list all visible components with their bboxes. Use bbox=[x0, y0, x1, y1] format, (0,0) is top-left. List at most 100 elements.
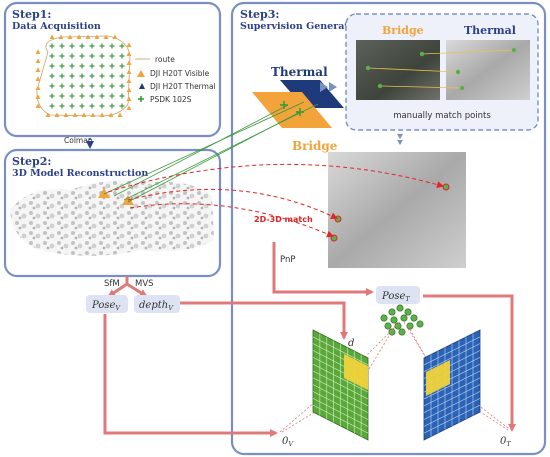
pose-v-box: PoseV bbox=[86, 295, 128, 313]
psdk-cross bbox=[69, 93, 75, 99]
match-panel-caption: manually match points bbox=[393, 111, 491, 121]
psdk-cross bbox=[109, 103, 115, 109]
match-panel-thermal-label: Thermal bbox=[464, 24, 516, 37]
depth-v-sub: V bbox=[168, 304, 174, 312]
origin-t-label: 0T bbox=[500, 436, 511, 448]
pose-v-base: Pose bbox=[91, 300, 115, 311]
thermal-patch-highlight bbox=[426, 360, 450, 396]
step1-legend: route DJI H20T Visible DJI H20T Thermal … bbox=[135, 55, 216, 104]
3d-point-cluster bbox=[380, 304, 424, 336]
psdk-cross bbox=[119, 53, 125, 59]
green-cross-icon bbox=[138, 96, 144, 102]
route-marker bbox=[90, 112, 96, 117]
step1-panel: Step1: Data Acquisition route DJI H20T V… bbox=[3, 1, 222, 138]
pose-t-box: PoseT bbox=[376, 286, 420, 304]
route-marker bbox=[126, 105, 132, 110]
psdk-cross bbox=[89, 43, 95, 49]
cloud-point bbox=[398, 328, 406, 336]
psdk-cross bbox=[59, 53, 65, 59]
match-2d3d-label: 2D-3D match bbox=[254, 215, 313, 224]
route-marker bbox=[126, 42, 132, 47]
step2-panel: Step2: 3D Model Reconstruction bbox=[3, 148, 222, 278]
bridge-label: Bridge bbox=[292, 139, 338, 153]
psdk-cross bbox=[109, 93, 115, 99]
pnp-label: PnP bbox=[280, 255, 296, 265]
psdk-cross bbox=[99, 103, 105, 109]
route-marker bbox=[81, 112, 87, 117]
psdk-cross bbox=[119, 93, 125, 99]
legend-thermal-label: DJI H20T Thermal bbox=[150, 82, 216, 91]
svg-text:depthV: depthV bbox=[139, 300, 174, 312]
route-marker bbox=[45, 112, 51, 117]
psdk-cross bbox=[69, 73, 75, 79]
route-marker bbox=[54, 112, 60, 117]
visible-photo bbox=[356, 40, 440, 100]
psdk-cross bbox=[79, 103, 85, 109]
origin-v-label: 0V bbox=[282, 436, 294, 448]
psdk-cross bbox=[99, 83, 105, 89]
step3-subtitle: Supervision Generation bbox=[240, 21, 366, 32]
svg-text:PoseT: PoseT bbox=[381, 291, 410, 303]
pose-v-sub: V bbox=[115, 304, 121, 312]
psdk-cross bbox=[99, 73, 105, 79]
cloud-point bbox=[388, 308, 396, 316]
psdk-cross bbox=[99, 93, 105, 99]
psdk-cross bbox=[59, 43, 65, 49]
camera-marker-2 bbox=[122, 195, 134, 205]
psdk-cross bbox=[89, 103, 95, 109]
psdk-cross bbox=[59, 103, 65, 109]
route-marker bbox=[112, 34, 118, 39]
image-planes bbox=[252, 80, 344, 128]
route-marker bbox=[35, 103, 41, 108]
psdk-cross bbox=[119, 83, 125, 89]
visible-patch-highlight bbox=[344, 354, 368, 390]
dashed-match-arrows bbox=[107, 163, 444, 238]
route-marker bbox=[99, 112, 105, 117]
psdk-cross bbox=[49, 63, 55, 69]
route-marker bbox=[103, 34, 109, 39]
step3-title: Step3: bbox=[240, 8, 279, 21]
cloud-point bbox=[380, 314, 388, 322]
psdk-cross bbox=[79, 63, 85, 69]
route-marker bbox=[76, 34, 82, 39]
psdk-cross bbox=[99, 43, 105, 49]
navy-triangle-icon bbox=[139, 83, 145, 89]
route-marker bbox=[126, 60, 132, 65]
svg-text:PoseV: PoseV bbox=[91, 300, 121, 312]
psdk-cross bbox=[109, 43, 115, 49]
route-marker bbox=[108, 112, 114, 117]
psdk-cross bbox=[119, 73, 125, 79]
route-marker bbox=[35, 76, 41, 81]
psdk-cross bbox=[119, 63, 125, 69]
route-marker bbox=[126, 78, 132, 83]
route-marker bbox=[117, 112, 123, 117]
plane-to-cloud-lines bbox=[103, 101, 319, 203]
psdk-cross bbox=[49, 93, 55, 99]
psdk-cross bbox=[89, 53, 95, 59]
psdk-cross bbox=[99, 63, 105, 69]
pose-t-base: Pose bbox=[381, 291, 405, 302]
rendered-3d-view bbox=[328, 152, 466, 268]
thermal-label: Thermal bbox=[271, 65, 328, 79]
psdk-cross bbox=[49, 83, 55, 89]
psdk-cross bbox=[59, 83, 65, 89]
cloud-point bbox=[390, 316, 398, 324]
psdk-cross bbox=[79, 93, 85, 99]
legend-psdk-label: PSDK 102S bbox=[150, 95, 192, 104]
thermal-image-grid bbox=[423, 329, 481, 441]
psdk-cross bbox=[89, 93, 95, 99]
cloud-point bbox=[404, 308, 412, 316]
route-marker bbox=[85, 34, 91, 39]
route-marker bbox=[126, 87, 132, 92]
psdk-cross bbox=[79, 53, 85, 59]
legend-visible-label: DJI H20T Visible bbox=[150, 69, 210, 78]
route-visible-markers bbox=[35, 34, 132, 117]
route-marker bbox=[67, 34, 73, 39]
colmap-label: Colmap bbox=[64, 136, 93, 145]
route-marker bbox=[35, 85, 41, 90]
d-label: d bbox=[348, 338, 354, 349]
route-marker bbox=[94, 34, 100, 39]
psdk-cross bbox=[69, 43, 75, 49]
psdk-cross bbox=[109, 53, 115, 59]
cloud-point bbox=[406, 322, 414, 330]
